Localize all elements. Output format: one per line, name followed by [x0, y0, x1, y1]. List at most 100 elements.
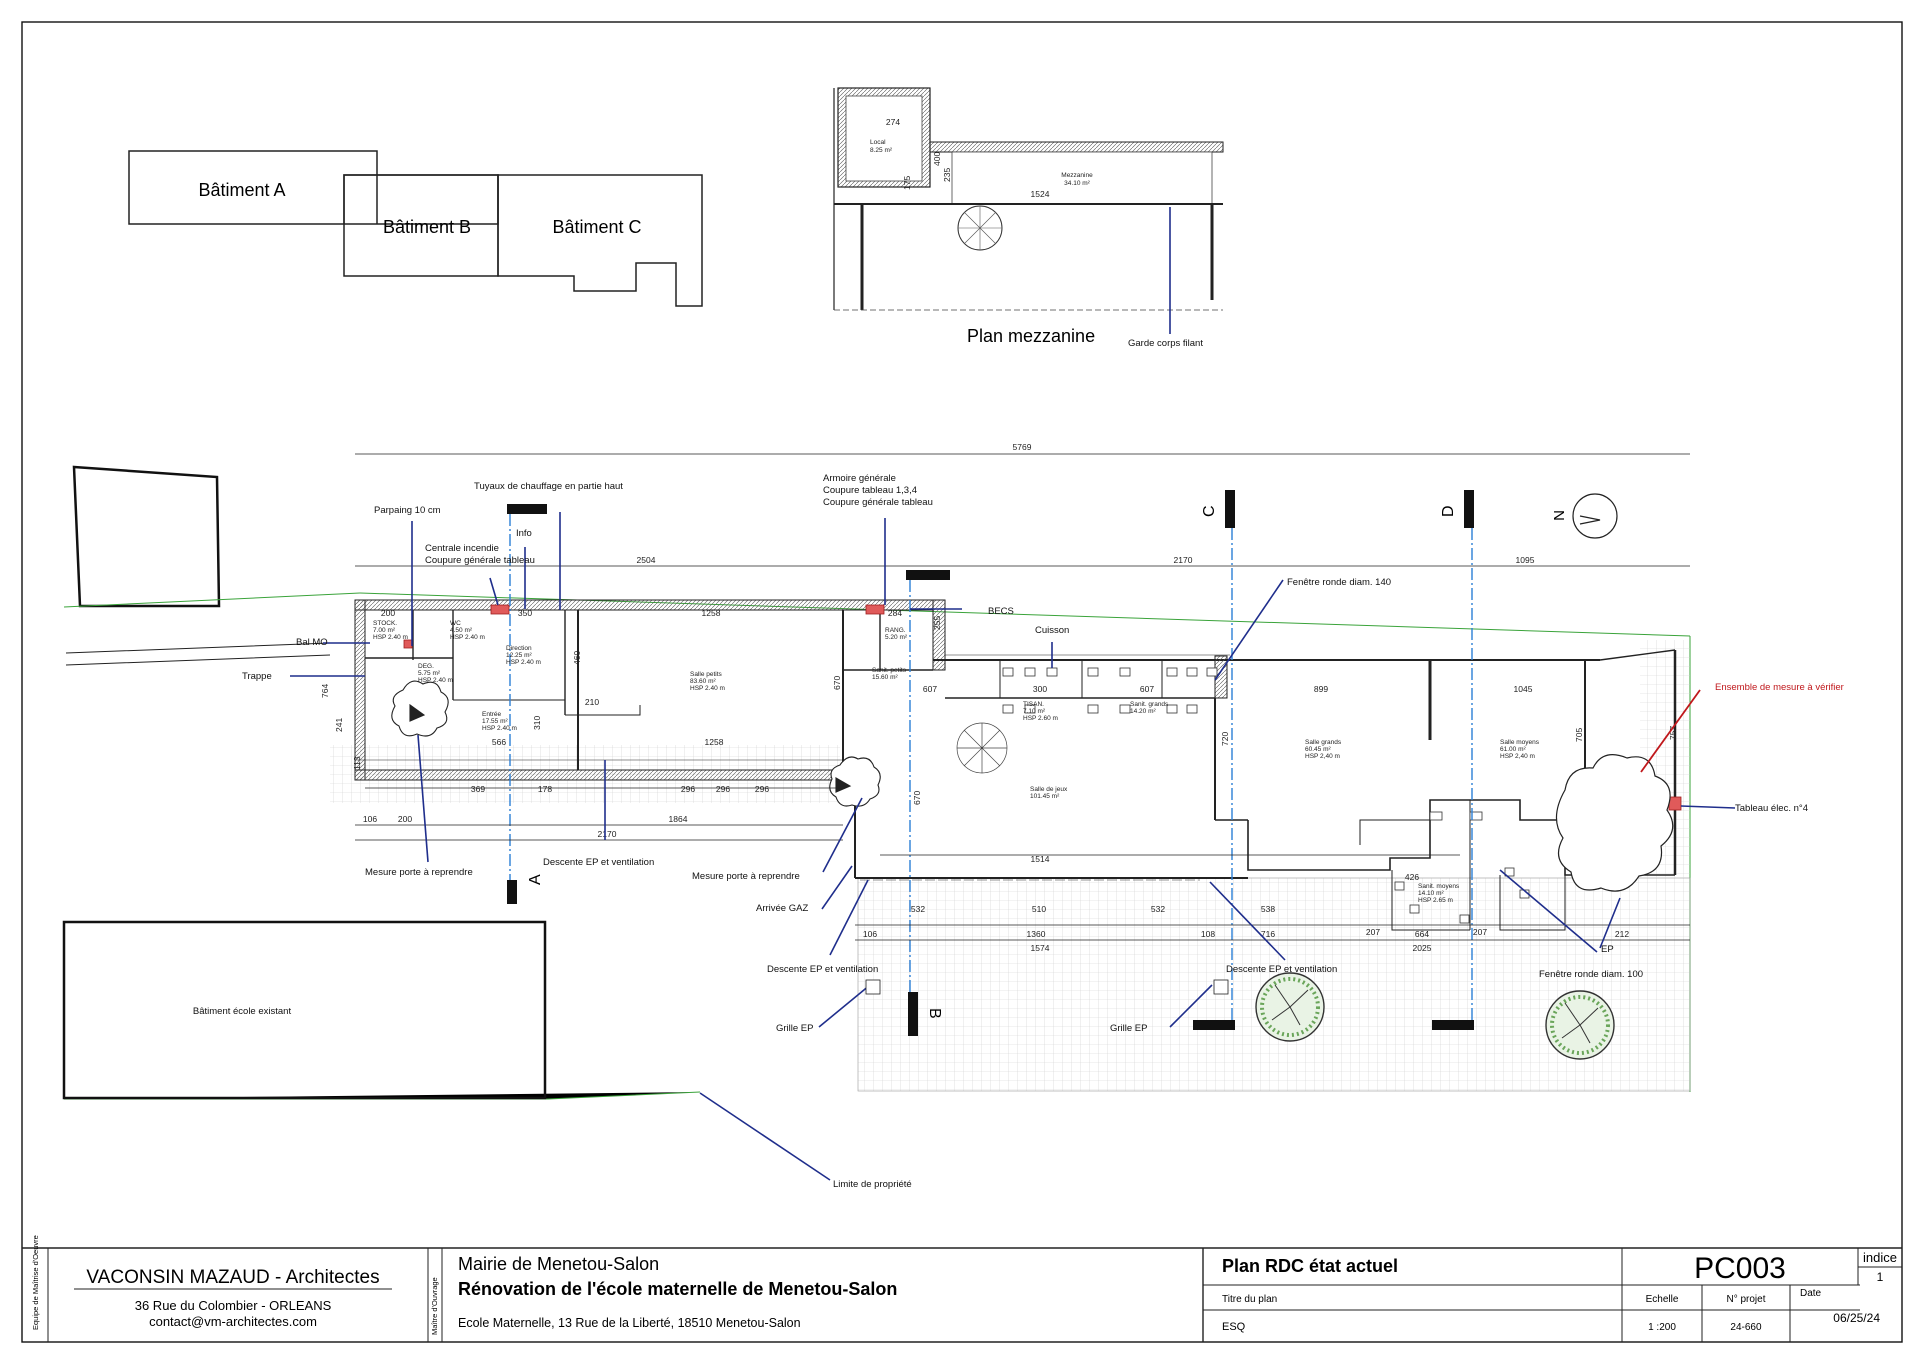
svg-text:106: 106 — [863, 929, 877, 939]
svg-text:HSP 2.40 m: HSP 2.40 m — [418, 677, 453, 684]
svg-text:8.25 m²: 8.25 m² — [870, 147, 893, 154]
fire-panel-note-1: Centrale incendie — [425, 543, 499, 554]
svg-text:7.10 m²: 7.10 m² — [1023, 708, 1046, 715]
svg-text:607: 607 — [1140, 684, 1154, 694]
svg-text:369: 369 — [471, 784, 485, 794]
svg-text:510: 510 — [1032, 904, 1046, 914]
ground-floor-walls — [354, 599, 1677, 931]
svg-text:DEG.: DEG. — [418, 663, 434, 670]
svg-text:1095: 1095 — [1516, 555, 1535, 565]
tree-south-1 — [1255, 972, 1325, 1042]
svg-text:TISAN.: TISAN. — [1023, 701, 1044, 708]
svg-text:HSP 2,40 m: HSP 2,40 m — [1305, 753, 1340, 760]
downpipe-note-east: Descente EP et ventilation — [1226, 964, 1337, 975]
svg-text:HSP 2.65 m: HSP 2.65 m — [1418, 897, 1453, 904]
team-label: Equipe de Maîtrise d'Oeuvre — [31, 1235, 40, 1330]
svg-text:2504: 2504 — [637, 555, 656, 565]
svg-text:178: 178 — [538, 784, 552, 794]
svg-text:296: 296 — [716, 784, 730, 794]
svg-text:716: 716 — [1261, 929, 1275, 939]
downpipe-note-centre: Descente EP et ventilation — [767, 964, 878, 975]
cooking-note: Cuisson — [1035, 625, 1069, 636]
svg-text:207: 207 — [1473, 927, 1487, 937]
svg-text:101.45 m²: 101.45 m² — [1030, 793, 1060, 800]
building-a-label: Bâtiment A — [198, 180, 285, 200]
drawing-code: PC003 — [1694, 1252, 1786, 1285]
plan-title: Plan RDC état actuel — [1222, 1256, 1398, 1276]
guard-rail-note: Garde corps filant — [1128, 338, 1203, 349]
svg-text:12.25 m²: 12.25 m² — [506, 652, 532, 659]
svg-text:Salle grands: Salle grands — [1305, 739, 1342, 746]
svg-text:113: 113 — [352, 756, 362, 770]
svg-text:WC: WC — [450, 620, 461, 627]
svg-text:HSP 2.40 m: HSP 2.40 m — [373, 634, 408, 641]
svg-text:212: 212 — [1615, 929, 1629, 939]
room-rang: RANG.5.20 m² — [885, 627, 908, 641]
electrical-equipment — [403, 604, 1682, 811]
tree-centre — [829, 756, 881, 807]
heating-pipes-note: Tuyaux de chauffage en partie haut — [474, 481, 623, 492]
svg-text:Entrée: Entrée — [482, 711, 502, 718]
main-panel-note-3: Coupure générale tableau — [823, 497, 933, 508]
svg-text:1514: 1514 — [1031, 854, 1050, 864]
gas-inlet-note: Arrivée GAZ — [756, 903, 808, 914]
svg-text:720: 720 — [1220, 732, 1230, 746]
electrical-panel-4-note: Tableau élec. n°4 — [1735, 803, 1808, 814]
svg-text:108: 108 — [1201, 929, 1215, 939]
svg-text:296: 296 — [681, 784, 695, 794]
section-b-label: B — [926, 1008, 943, 1019]
firm-address: 36 Rue du Colombier - ORLEANS — [135, 1298, 332, 1313]
drain-grille-note-2: Grille EP — [1110, 1023, 1147, 1034]
svg-text:350: 350 — [518, 608, 532, 618]
access-path — [65, 642, 331, 666]
firm-contact: contact@vm-architectes.com — [149, 1314, 317, 1329]
svg-text:2170: 2170 — [598, 829, 617, 839]
svg-text:1864: 1864 — [669, 814, 688, 824]
svg-text:274: 274 — [886, 117, 900, 127]
main-panel-note-1: Armoire générale — [823, 473, 896, 484]
title-block — [22, 1247, 1902, 1342]
project-number-value: 24-660 — [1730, 1322, 1762, 1333]
metering-check-note: Ensemble de mesure à vérifier — [1715, 682, 1844, 693]
svg-text:284: 284 — [888, 608, 902, 618]
svg-text:Sanit. petits: Sanit. petits — [872, 667, 907, 674]
drain-grille-note-1: Grille EP — [776, 1023, 813, 1034]
svg-text:2170: 2170 — [1174, 555, 1193, 565]
svg-text:Direction: Direction — [506, 645, 532, 652]
info-note: Info — [516, 528, 532, 539]
north-label: N — [1550, 510, 1567, 521]
section-a-label: A — [527, 874, 544, 885]
svg-text:RANG.: RANG. — [885, 627, 906, 634]
hatch-note: Trappe — [242, 671, 272, 682]
client-name: Mairie de Menetou-Salon — [458, 1254, 659, 1274]
tree-east — [1555, 754, 1674, 892]
svg-text:460: 460 — [572, 651, 582, 665]
spiral-stair — [956, 722, 1008, 774]
firm-name: VACONSIN MAZAUD - Architectes — [86, 1267, 379, 1288]
svg-text:STOCK.: STOCK. — [373, 620, 397, 627]
rainwater-note: EP — [1601, 944, 1614, 955]
svg-text:566: 566 — [492, 737, 506, 747]
svg-text:255: 255 — [932, 616, 942, 630]
main-panel-note-2: Coupure tableau 1,3,4 — [823, 485, 917, 496]
svg-text:1574: 1574 — [1031, 943, 1050, 953]
site-key: Bâtiment A Bâtiment B Bâtiment C — [128, 150, 703, 307]
svg-text:106: 106 — [363, 814, 377, 824]
svg-text:296: 296 — [755, 784, 769, 794]
svg-text:705: 705 — [1574, 728, 1584, 742]
section-d-label: D — [1440, 505, 1457, 517]
svg-text:235: 235 — [942, 168, 952, 182]
tree-west — [391, 680, 449, 737]
sanitary-fixtures — [1002, 667, 1530, 924]
svg-text:310: 310 — [532, 716, 542, 730]
